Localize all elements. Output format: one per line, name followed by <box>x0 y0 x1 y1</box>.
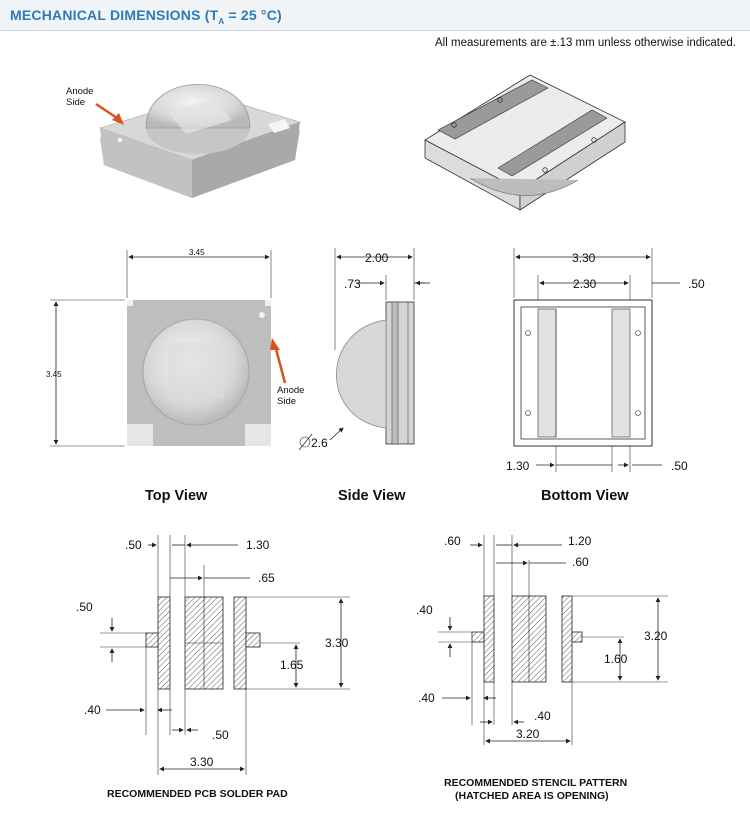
top-view-height-dim: 3.45 <box>46 370 62 379</box>
pad-dim-065: .65 <box>258 571 275 585</box>
pad-dim-050-top: .50 <box>125 538 142 552</box>
pad-dim-330-h: 3.30 <box>190 755 214 769</box>
stencil-caption-line1: RECOMMENDED STENCIL PATTERN <box>444 777 627 789</box>
anode-label-line1: Anode <box>66 86 93 97</box>
pad-dim-165: 1.65 <box>280 658 304 672</box>
stencil-dim-320-v: 3.20 <box>644 629 668 643</box>
stencil-dim-120: 1.20 <box>568 534 592 548</box>
pad-dim-040: .40 <box>84 703 101 717</box>
top-view-label: Top View <box>145 488 208 504</box>
bottom-view-outer-dim: 3.30 <box>572 251 596 265</box>
led-3d-bottom-illustration <box>424 74 626 211</box>
top-view-width-dim: 3.45 <box>189 248 205 257</box>
anode-label-line2: Side <box>66 97 85 108</box>
section-title: MECHANICAL DIMENSIONS (TA = 25 °C) <box>10 7 282 26</box>
pad-dim-130: 1.30 <box>246 538 270 552</box>
side-view-d2: .73 <box>344 277 361 291</box>
stencil-dim-040-left: .40 <box>416 603 433 617</box>
stencil-dim-060-top: .60 <box>444 534 461 548</box>
stencil-pattern-drawing: .60 1.20 .60 .40 3.20 1.60 .40 .40 3.20 … <box>416 534 668 802</box>
stencil-dim-040-low: .40 <box>418 691 435 705</box>
pad-dim-050-bot: .50 <box>212 728 229 742</box>
bottom-view-left-b-dim: 1.30 <box>506 459 530 473</box>
bottom-view-right-b-dim: .50 <box>671 459 688 473</box>
stencil-dim-160: 1.60 <box>604 652 628 666</box>
bottom-view-inner-dim: 2.30 <box>573 277 597 291</box>
pad-dim-330-v: 3.30 <box>325 636 349 650</box>
top-view-anode-label-2: Side <box>277 396 296 407</box>
side-view-diameter: 2.6 <box>311 436 328 450</box>
bottom-view: 3.30 2.30 .50 1.30 .50 Bottom View <box>506 248 705 504</box>
side-view-d1: 2.00 <box>365 251 389 265</box>
tolerance-note: All measurements are ±.13 mm unless othe… <box>435 37 736 49</box>
pad-caption: RECOMMENDED PCB SOLDER PAD <box>107 788 288 800</box>
bottom-view-right-dim: .50 <box>688 277 705 291</box>
pad-dim-050-left: .50 <box>76 600 93 614</box>
stencil-dim-320-h: 3.20 <box>516 727 540 741</box>
section-header: MECHANICAL DIMENSIONS (TA = 25 °C) <box>0 0 750 31</box>
stencil-dim-040-bot: .40 <box>534 709 551 723</box>
pcb-solder-pad-drawing: .50 1.30 .65 .50 3.30 1.65 .40 .50 3.30 … <box>76 535 350 800</box>
led-3d-top-illustration <box>99 84 301 198</box>
bottom-view-label: Bottom View <box>541 488 629 504</box>
stencil-caption-line2: (HATCHED AREA IS OPENING) <box>455 790 609 802</box>
side-view: 2.00 .73 2.6 Side View <box>298 248 430 504</box>
top-view-anode-label-1: Anode <box>277 385 304 396</box>
side-view-label: Side View <box>338 488 406 504</box>
top-view: 3.45 3.45 Anode Side Top View <box>46 248 304 504</box>
anode-arrow-top: Anode Side <box>66 86 124 125</box>
stencil-dim-060-b: .60 <box>572 555 589 569</box>
